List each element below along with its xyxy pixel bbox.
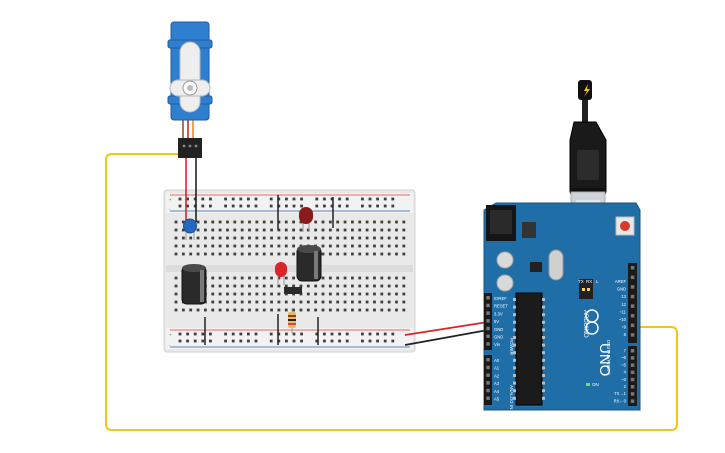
digital-pin-label: GND (617, 287, 626, 292)
analog-pin-label: A4 (494, 389, 500, 394)
board-capacitor-2 (496, 274, 514, 292)
digital-pin-label: AREF (615, 279, 627, 284)
digital-pin-label: 12 (621, 302, 626, 307)
digital-pin-label: TX→1 (614, 391, 627, 396)
digital-header-title: DIGITAL (PWM~) (606, 340, 611, 375)
digital-header-bottom[interactable] (628, 346, 637, 406)
digital-pin-label: 7 (624, 348, 627, 353)
on-label: ON (592, 382, 599, 387)
red-led-middle[interactable] (275, 262, 287, 285)
red-5v-wire[interactable] (404, 321, 489, 336)
yellow-signal-wire[interactable] (105, 153, 678, 431)
rail-minus-label-bottom: - (169, 342, 171, 347)
rail-plus-label-bottom: + (169, 332, 172, 337)
analog-header-title: ANALOG IN (509, 385, 514, 410)
power-pin-label: IOREF (494, 296, 507, 301)
digital-pin-label: ~10 (619, 317, 627, 322)
digital-pin-label: ~5 (621, 362, 626, 367)
digital-pin-label: ~6 (621, 355, 626, 360)
power-pin-label: 5V (494, 319, 499, 324)
electrolytic-capacitor-left[interactable] (181, 264, 207, 305)
atmega-chip (515, 292, 543, 406)
digital-pin-label: 2 (624, 384, 627, 389)
tx-led (582, 288, 585, 291)
tx-label: TX (578, 279, 584, 284)
analog-header[interactable] (484, 355, 492, 405)
lightning-icon (584, 84, 590, 97)
digital-pin-label: ~9 (621, 325, 626, 330)
ceramic-capacitor[interactable] (183, 218, 197, 240)
servo-motor[interactable] (167, 21, 213, 158)
power-pin-label: 3.3V (494, 311, 503, 316)
power-pin-label: RESET (494, 304, 508, 309)
brand-text: ARDUINO (582, 310, 588, 338)
resistor[interactable] (288, 308, 296, 333)
servo-horn[interactable] (179, 41, 201, 113)
slide-switch[interactable] (284, 287, 302, 294)
analog-pin-label: A2 (494, 373, 500, 378)
rail-minus-label: - (169, 206, 171, 211)
digital-pin-label: 8 (624, 332, 627, 337)
breadboard-center-groove (166, 265, 413, 272)
digital-pin-label: 13 (621, 294, 626, 299)
power-pin-label: GND (494, 327, 503, 332)
red-led-top[interactable] (299, 207, 313, 232)
infinity-logo-icon (585, 309, 599, 335)
l-label: L (596, 279, 599, 284)
digital-pin-label: ~11 (619, 309, 626, 314)
digital-pin-label: RX←0 (614, 398, 627, 403)
power-pin-label: Vin (494, 342, 501, 347)
rx-led (587, 288, 590, 291)
digital-pin-label: 4 (624, 370, 627, 375)
voltage-regulator (522, 222, 536, 238)
rx-label: RX (586, 279, 592, 284)
analog-pin-label: A1 (494, 366, 500, 371)
crystal-oscillator (548, 249, 564, 281)
analog-pin-label: A3 (494, 381, 500, 386)
analog-pin-label: A0 (494, 358, 500, 363)
icsp-header (579, 279, 593, 299)
servo-connector[interactable] (178, 138, 202, 158)
analog-pin-label: A5 (494, 397, 500, 402)
digital-pin-label: ~3 (621, 377, 626, 382)
model-text: UNO (596, 343, 613, 376)
board-capacitor-1 (496, 251, 514, 269)
power-pin-label: GND (494, 335, 503, 340)
on-led (586, 383, 590, 386)
power-header-title: POWER (509, 338, 514, 356)
electrolytic-capacitor-right[interactable] (296, 245, 322, 282)
rail-plus-label: + (169, 197, 172, 202)
black-gnd-wire[interactable] (404, 329, 489, 346)
digital-header-top[interactable] (628, 263, 637, 343)
